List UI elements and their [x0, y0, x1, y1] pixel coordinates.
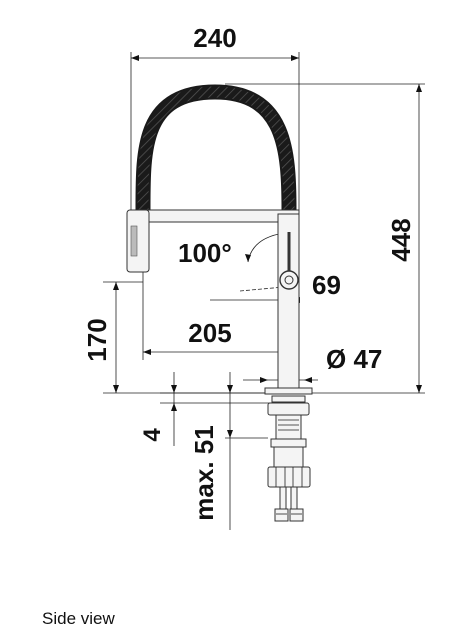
reach-label: 205	[188, 318, 231, 348]
dimension-rotation: 100°	[178, 232, 285, 268]
faucet-body	[126, 84, 313, 522]
deck-thickness-label: 4	[139, 428, 166, 442]
width-label: 240	[193, 23, 236, 53]
lever-label: 69	[312, 270, 341, 300]
spout-height-label: 170	[82, 318, 112, 361]
dimension-height: 448	[386, 84, 422, 393]
dimension-mounting-depth: max. 51	[189, 372, 233, 530]
dimension-base-diameter: Ø 47	[243, 344, 382, 383]
dimension-spout-height: 170	[82, 282, 119, 393]
extension-lines	[103, 52, 425, 439]
dimension-lever: 69	[210, 270, 341, 303]
dimension-reach: 205	[143, 318, 288, 355]
mounting-depth-label: max. 51	[189, 425, 219, 520]
height-label: 448	[386, 218, 416, 261]
base-diameter-label: Ø 47	[326, 344, 382, 374]
dimension-width: 240	[131, 23, 299, 61]
rotation-label: 100°	[178, 238, 232, 268]
dimension-deck: 4	[139, 372, 177, 446]
faucet-side-view-drawing: 240 448 170 205 69 100° Ø 47	[82, 23, 425, 530]
caption-side-view: Side view	[42, 609, 115, 628]
